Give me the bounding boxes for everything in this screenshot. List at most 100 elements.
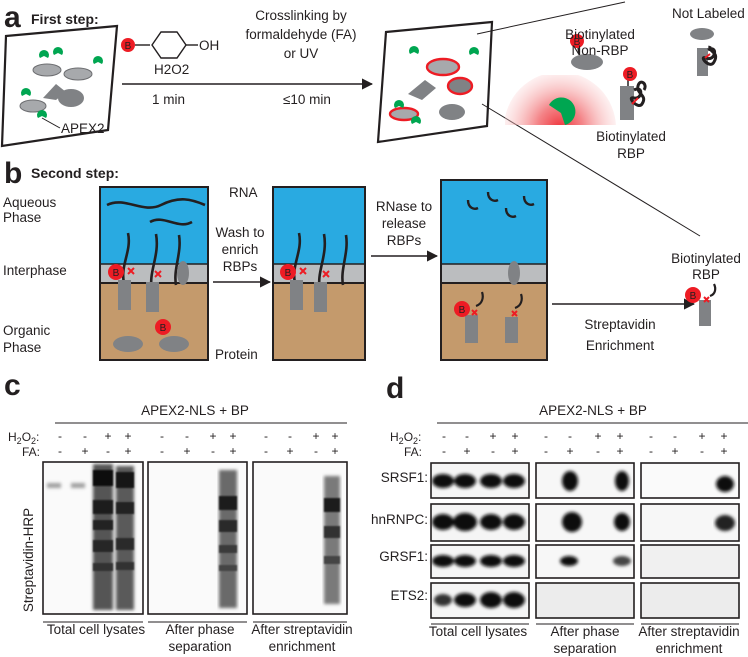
d-blots-group-1 [430, 462, 530, 619]
svg-text:B: B [113, 268, 120, 279]
c-signs-h2o2-5: - [185, 429, 189, 443]
c-signs-h2o2-1: - [83, 429, 87, 443]
c-signs-h2o2-0: - [58, 429, 62, 443]
phase-labels: Aqueous Phase Interphase Organic Phase [3, 195, 67, 355]
c-ylabel: Streptavidin-HRP [21, 508, 36, 612]
rbp-protein [620, 86, 634, 120]
svg-text:B: B [459, 305, 466, 316]
nonrbp-line-1: Biotinylated [565, 27, 635, 42]
d-signs-fa-0: - [442, 444, 446, 458]
c-signs-h2o2-10: + [312, 429, 319, 443]
organic-label-2: Phase [3, 340, 41, 355]
d-fa-label: FA: [404, 445, 422, 459]
final-rbp: B [685, 283, 717, 326]
d-header: APEX2-NLS + BP [539, 403, 647, 418]
panel-letter-c: c [4, 369, 21, 402]
time-10min: ≤10 min [283, 92, 331, 107]
c-group-1: Total cell lysates [47, 622, 146, 637]
c-group-2b: separation [168, 639, 231, 654]
d-row-ets2: ETS2: [390, 588, 428, 603]
d-signs-h2o2-4: - [544, 429, 548, 443]
aqueous-label-1: Aqueous [3, 195, 57, 210]
cell-after [376, 20, 494, 144]
svg-text:B: B [160, 323, 167, 334]
panel-a: a First step: APEX2 B OH H2O2 [0, 1, 745, 237]
c-signs-fa-3: + [124, 444, 131, 458]
strep-line-2: Enrichment [586, 338, 655, 353]
rnase-line-3: RBPs [387, 233, 422, 248]
d-blots-group-2 [535, 462, 635, 619]
c-signs-fa-1: + [81, 444, 88, 458]
mitochondria-group [19, 63, 93, 113]
first-step-title: First step: [31, 11, 99, 27]
c-group-2a: After phase [165, 622, 234, 637]
c-group-3b: enrichment [269, 639, 336, 654]
organic-label-1: Organic [3, 323, 51, 338]
c-fa-label: FA: [22, 445, 40, 459]
d-group-2a: After phase [550, 624, 619, 639]
d-signs-h2o2-10: + [698, 429, 705, 443]
d-group-2b: separation [553, 641, 616, 656]
d-signs-h2o2-5: - [568, 429, 572, 443]
panel-b: b Second step: Aqueous Phase Interphase … [3, 157, 741, 362]
panel-letter-d: d [386, 372, 404, 405]
d-group-3b: enrichment [656, 641, 723, 656]
c-header: APEX2-NLS + BP [141, 403, 249, 418]
final-label-2: RBP [692, 267, 720, 282]
c-signs-h2o2-3: + [124, 429, 131, 443]
crosslink-line-1: Crosslinking by [255, 8, 347, 23]
c-signs-h2o2-11: + [331, 429, 338, 443]
d-signs-fa-11: + [720, 444, 727, 458]
c-signs-fa-8: - [264, 444, 268, 458]
d-signs-h2o2-9: - [673, 429, 677, 443]
d-signs-h2o2-3: + [511, 429, 518, 443]
c-signs-h2o2-9: - [288, 429, 292, 443]
c-signs-fa-10: - [314, 444, 318, 458]
strep-line-1: Streptavidin [584, 317, 655, 332]
protein-label: Protein [215, 347, 258, 362]
c-signs-fa-5: + [183, 444, 190, 458]
cell-before [0, 24, 119, 148]
aqueous-label-2: Phase [3, 210, 41, 225]
svg-text:B: B [285, 268, 292, 279]
apex2-label: APEX2 [61, 121, 105, 136]
d-signs-fa-8: - [649, 444, 653, 458]
er-shape [43, 84, 66, 100]
rnase-line-1: RNase to [376, 199, 432, 214]
panel-letter-b: b [4, 157, 22, 190]
d-signs-h2o2-2: + [489, 429, 496, 443]
wash-line-3: RBPs [223, 259, 258, 274]
d-group-1: Total cell lysates [429, 624, 528, 639]
c-blot-2 [147, 461, 248, 615]
d-signs-fa-7: + [616, 444, 623, 458]
d-row-hnrnpc: hnRNPC: [371, 512, 428, 527]
d-signs-h2o2-8: - [649, 429, 653, 443]
nonrbp-line-2: Non-RBP [571, 43, 628, 58]
wash-line-1: Wash to [215, 225, 264, 240]
c-signs-h2o2-7: + [229, 429, 236, 443]
d-signs-h2o2-6: + [594, 429, 601, 443]
c-sign-row: --++--++--++-+-+-+-+-+-+ [58, 429, 339, 458]
interphase-label: Interphase [3, 263, 67, 278]
d-sign-row: --++--++--++-+-+-+-+-+-+ [442, 429, 728, 458]
biotin-phenol-reagent: B OH [121, 31, 219, 59]
d-signs-fa-9: + [671, 444, 678, 458]
d-h2o2-label: H2O2: [390, 430, 421, 446]
svg-text:B: B [627, 70, 634, 81]
crosslink-line-3: or UV [284, 46, 319, 61]
apex2-zoom [549, 97, 576, 125]
rbp-line-1: Biotinylated [596, 129, 666, 144]
d-signs-fa-1: + [463, 444, 470, 458]
d-signs-fa-10: - [700, 444, 704, 458]
apex2-enzymes [20, 47, 103, 118]
nonrbp-protein [571, 54, 603, 70]
c-blot-3 [252, 461, 348, 615]
not-labeled-label: Not Labeled [672, 6, 745, 21]
unlabeled-protein [690, 28, 714, 40]
c-signs-fa-2: - [106, 444, 110, 458]
rnase-line-2: release [382, 216, 426, 231]
svg-text:B: B [125, 41, 132, 52]
tube-2: B [272, 186, 366, 361]
wash-line-2: enrich [222, 242, 259, 257]
